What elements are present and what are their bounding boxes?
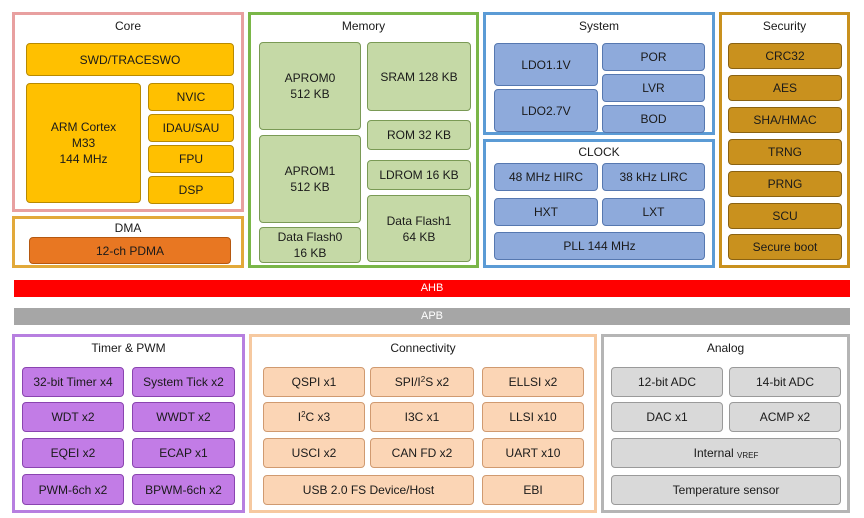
security-panel: Security CRC32 AES SHA/HMAC TRNG PRNG SC… (719, 12, 850, 268)
dataflash1-block: Data Flash1 64 KB (367, 195, 471, 262)
ecap-block: ECAP x1 (132, 438, 235, 468)
uart-block: UART x10 (482, 438, 584, 468)
spi-superscript: 2 (420, 375, 426, 384)
dataflash0-block: Data Flash0 16 KB (259, 227, 361, 263)
usb-block: USB 2.0 FS Device/Host (263, 475, 474, 505)
scu-block: SCU (728, 203, 842, 229)
hxt-block: HXT (494, 198, 598, 226)
timer-panel: Timer & PWM 32-bit Timer x4 System Tick … (12, 334, 245, 513)
core-panel: Core SWD/TRACESWO ARM Cortex M33 144 MHz… (12, 12, 244, 212)
crc32-block: CRC32 (728, 43, 842, 69)
i2c-superscript: 2 (301, 410, 306, 419)
usci-block: USCI x2 (263, 438, 365, 468)
clock-panel: CLOCK 48 MHz HIRC 38 kHz LIRC HXT LXT PL… (483, 139, 715, 268)
pwm-block: PWM-6ch x2 (22, 474, 124, 505)
acmp-block: ACMP x2 (729, 402, 841, 432)
lxt-block: LXT (602, 198, 705, 226)
system-title: System (578, 19, 619, 33)
pdma-block: 12-ch PDMA (29, 237, 231, 264)
memory-title: Memory (341, 19, 386, 33)
aes-block: AES (728, 75, 842, 101)
ldo27-block: LDO2.7V (494, 89, 598, 132)
security-title: Security (762, 19, 807, 33)
analog-panel: Analog 12-bit ADC 14-bit ADC DAC x1 ACMP… (601, 334, 850, 513)
spi-label: SPI/I (394, 375, 421, 389)
ldo11-block: LDO1.1V (494, 43, 598, 86)
vref-subscript: VREF (737, 451, 759, 460)
llsi-block: LLSI x10 (482, 402, 584, 432)
idau-block: IDAU/SAU (148, 114, 234, 142)
fpu-block: FPU (148, 145, 234, 173)
clock-title: CLOCK (578, 145, 620, 159)
dsp-block: DSP (148, 176, 234, 204)
sram-block: SRAM 128 KB (367, 42, 471, 111)
systick-block: System Tick x2 (132, 367, 235, 397)
hirc-block: 48 MHz HIRC (494, 163, 598, 191)
ebi-block: EBI (482, 475, 584, 505)
dma-title: DMA (114, 221, 142, 235)
i2c-label-suffix: C x3 (305, 410, 331, 424)
sha-hmac-block: SHA/HMAC (728, 107, 842, 133)
core-title: Core (114, 19, 141, 33)
timer-title: Timer & PWM (91, 341, 166, 355)
nvic-block: NVIC (148, 83, 234, 111)
apb-bus: APB (14, 308, 850, 325)
pll-block: PLL 144 MHz (494, 232, 705, 260)
dac-block: DAC x1 (611, 402, 723, 432)
ellsi-block: ELLSI x2 (482, 367, 584, 397)
canfd-block: CAN FD x2 (370, 438, 474, 468)
bod-block: BOD (602, 105, 705, 133)
adc14-block: 14-bit ADC (729, 367, 841, 397)
aprom1-block: APROM1 512 KB (259, 135, 361, 223)
system-panel: System LDO1.1V LDO2.7V POR LVR BOD (483, 12, 715, 135)
connectivity-title: Connectivity (390, 341, 456, 355)
ahb-bus: AHB (14, 280, 850, 297)
wdt-block: WDT x2 (22, 402, 124, 432)
por-block: POR (602, 43, 705, 71)
swd-block: SWD/TRACESWO (26, 43, 234, 76)
qspi-block: QSPI x1 (263, 367, 365, 397)
secure-boot-block: Secure boot (728, 234, 842, 260)
eqei-block: EQEI x2 (22, 438, 124, 468)
lirc-block: 38 kHz LIRC (602, 163, 705, 191)
wwdt-block: WWDT x2 (132, 402, 235, 432)
dma-panel: DMA 12-ch PDMA (12, 216, 244, 268)
cpu-block: ARM Cortex M33 144 MHz (26, 83, 141, 203)
internal-vref-block: Internal VREF (611, 438, 841, 468)
spi-label-suffix: S x2 (425, 375, 450, 389)
bpwm-block: BPWM-6ch x2 (132, 474, 235, 505)
i3c-block: I3C x1 (370, 402, 474, 432)
vref-label: Internal (693, 446, 737, 460)
aprom0-block: APROM0 512 KB (259, 42, 361, 130)
adc12-block: 12-bit ADC (611, 367, 723, 397)
lvr-block: LVR (602, 74, 705, 102)
trng-block: TRNG (728, 139, 842, 165)
prng-block: PRNG (728, 171, 842, 197)
i2c-label: I (297, 410, 302, 424)
rom-block: ROM 32 KB (367, 120, 471, 150)
timer32-block: 32-bit Timer x4 (22, 367, 124, 397)
memory-panel: Memory APROM0 512 KB APROM1 512 KB Data … (248, 12, 479, 268)
analog-title: Analog (706, 341, 745, 355)
temperature-sensor-block: Temperature sensor (611, 475, 841, 505)
ldrom-block: LDROM 16 KB (367, 160, 471, 190)
